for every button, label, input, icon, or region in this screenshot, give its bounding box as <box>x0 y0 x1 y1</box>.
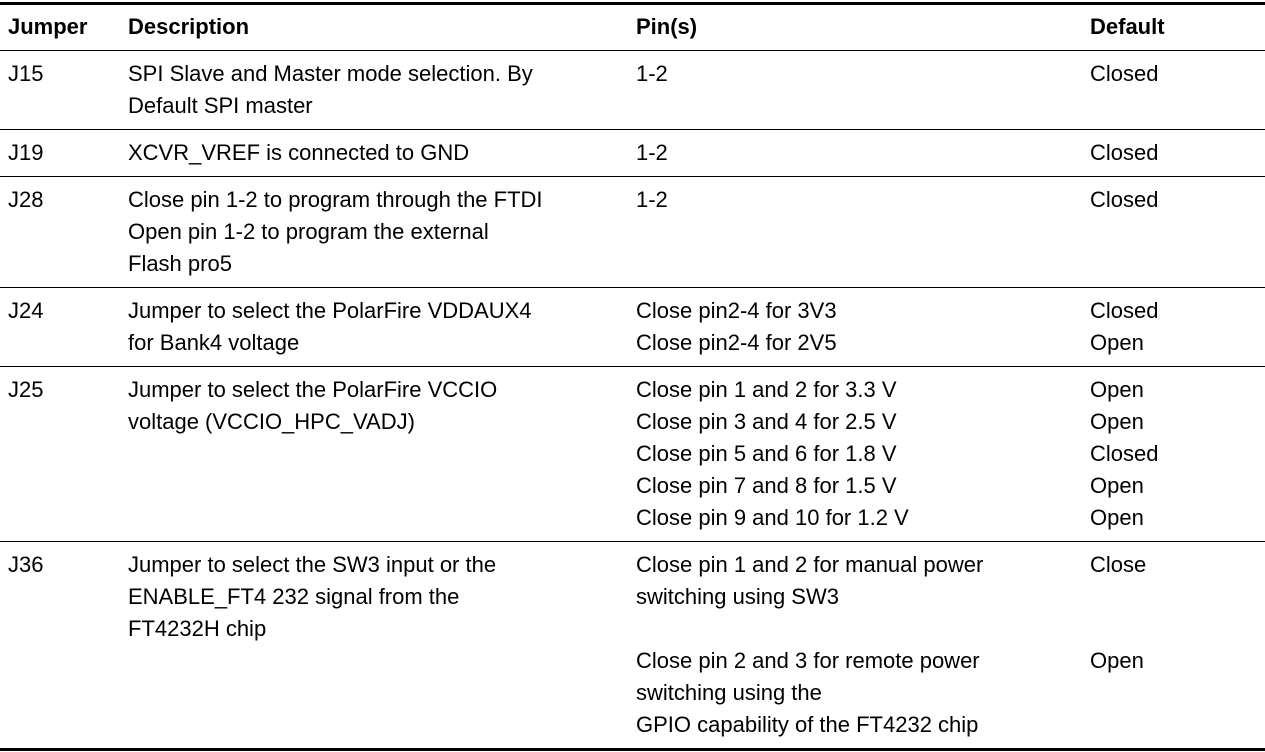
table-header-row: Jumper Description Pin(s) Default <box>0 5 1265 51</box>
table-row: J24 Jumper to select the PolarFire VDDAUX… <box>0 288 1265 367</box>
pin-line: switching using SW3 <box>636 584 839 609</box>
default-cell: Closed <box>1090 187 1159 212</box>
option-row: 1-2 Closed <box>636 184 1265 216</box>
header-default: Default <box>1090 14 1165 39</box>
default-cell: Open <box>1090 330 1144 355</box>
options-cell: Close pin 1 and 2 for manual power switch… <box>636 549 1265 741</box>
description-line: Open pin 1-2 to program the external <box>128 219 489 244</box>
jumper-cell: J28 <box>8 187 44 212</box>
pin-line: Close pin 3 and 4 for 2.5 V <box>636 409 897 434</box>
description-cell: Jumper to select the PolarFire VDDAUX4 fo… <box>128 295 636 359</box>
description-line: Close pin 1-2 to program through the FTD… <box>128 187 543 212</box>
table-body: J15 SPI Slave and Master mode selection. … <box>0 51 1265 748</box>
default-cell: Closed <box>1090 441 1159 466</box>
option-row: Close pin 2 and 3 for remote power switch… <box>636 645 1265 741</box>
description-cell: SPI Slave and Master mode selection. By D… <box>128 58 636 122</box>
option-row: Close pin2-4 for 3V3 Closed <box>636 295 1265 327</box>
option-row: Close pin 3 and 4 for 2.5 V Open <box>636 406 1265 438</box>
pins-cell: Close pin2-4 for 2V5 <box>636 327 1090 359</box>
header-pins: Pin(s) <box>636 14 698 39</box>
pins-cell: Close pin 2 and 3 for remote power switch… <box>636 645 1090 741</box>
description-line: Flash pro5 <box>128 251 232 276</box>
pins-cell: Close pin 1 and 2 for manual power switch… <box>636 549 1090 613</box>
default-cell: Closed <box>1090 140 1159 165</box>
pin-line: Close pin 2 and 3 for remote power <box>636 648 980 673</box>
option-row: Close pin 1 and 2 for 3.3 V Open <box>636 374 1265 406</box>
pin-line: Close pin 1 and 2 for manual power <box>636 552 984 577</box>
pin-line: Close pin2-4 for 3V3 <box>636 298 837 323</box>
header-description: Description <box>128 14 250 39</box>
pin-line: Close pin 1 and 2 for 3.3 V <box>636 377 897 402</box>
default-cell: Open <box>1090 377 1144 402</box>
pin-line: 1-2 <box>636 187 668 212</box>
default-cell: Open <box>1090 648 1144 673</box>
jumper-cell: J19 <box>8 140 44 165</box>
default-cell: Close <box>1090 552 1147 577</box>
option-row: Close pin 9 and 10 for 1.2 V Open <box>636 502 1265 534</box>
option-row: Close pin 5 and 6 for 1.8 V Closed <box>636 438 1265 470</box>
jumper-cell: J36 <box>8 552 44 577</box>
table-row: J28 Close pin 1-2 to program through the … <box>0 177 1265 288</box>
description-line: Jumper to select the PolarFire VDDAUX4 <box>128 298 532 323</box>
pin-line: 1-2 <box>636 140 668 165</box>
header-jumper: Jumper <box>8 14 88 39</box>
pin-line: switching using the <box>636 680 822 705</box>
pin-line: Close pin 9 and 10 for 1.2 V <box>636 505 909 530</box>
pins-cell: Close pin2-4 for 3V3 <box>636 295 1090 327</box>
description-cell: XCVR_VREF is connected to GND <box>128 137 636 169</box>
pins-cell: Close pin 7 and 8 for 1.5 V <box>636 470 1090 502</box>
options-cell: 1-2 Closed <box>636 137 1265 169</box>
jumper-cell: J25 <box>8 377 44 402</box>
table-row: J36 Jumper to select the SW3 input or the… <box>0 542 1265 748</box>
pin-line: 1-2 <box>636 61 668 86</box>
pins-cell: Close pin 9 and 10 for 1.2 V <box>636 502 1090 534</box>
pins-cell: Close pin 1 and 2 for 3.3 V <box>636 374 1090 406</box>
pins-cell: Close pin 5 and 6 for 1.8 V <box>636 438 1090 470</box>
pins-cell: 1-2 <box>636 184 1090 216</box>
description-line: Jumper to select the PolarFire VCCIO <box>128 377 498 402</box>
pins-cell: 1-2 <box>636 137 1090 169</box>
pin-line: Close pin 5 and 6 for 1.8 V <box>636 441 897 466</box>
table-row: J19 XCVR_VREF is connected to GND 1-2 Close… <box>0 130 1265 177</box>
pin-line: Close pin2-4 for 2V5 <box>636 330 837 355</box>
table-row: J25 Jumper to select the PolarFire VCCIO v… <box>0 367 1265 542</box>
description-line: Jumper to select the SW3 input or the <box>128 552 497 577</box>
default-cell: Open <box>1090 505 1144 530</box>
pin-line: Close pin 7 and 8 for 1.5 V <box>636 473 897 498</box>
description-line: voltage (VCCIO_HPC_VADJ) <box>128 409 415 434</box>
option-row: Close pin 7 and 8 for 1.5 V Open <box>636 470 1265 502</box>
default-cell: Open <box>1090 409 1144 434</box>
description-line: Default SPI master <box>128 93 313 118</box>
description-line: for Bank4 voltage <box>128 330 300 355</box>
jumper-cell: J15 <box>8 61 44 86</box>
description-cell: Close pin 1-2 to program through the FTD… <box>128 184 636 280</box>
default-cell: Open <box>1090 473 1144 498</box>
pin-line: GPIO capability of the FT4232 chip <box>636 712 979 737</box>
description-line: ENABLE_FT4 232 signal from the <box>128 584 460 609</box>
default-cell: Closed <box>1090 298 1159 323</box>
option-row: Close pin 1 and 2 for manual power switch… <box>636 549 1265 613</box>
default-cell: Closed <box>1090 61 1159 86</box>
jumper-cell: J24 <box>8 298 44 323</box>
option-row: 1-2 Closed <box>636 58 1265 90</box>
table-row: J15 SPI Slave and Master mode selection. … <box>0 51 1265 130</box>
description-line: SPI Slave and Master mode selection. By <box>128 61 533 86</box>
option-row: Close pin2-4 for 2V5 Open <box>636 327 1265 359</box>
description-line: XCVR_VREF is connected to GND <box>128 140 470 165</box>
description-line: FT4232H chip <box>128 616 267 641</box>
options-cell: 1-2 Closed <box>636 184 1265 280</box>
options-cell: 1-2 Closed <box>636 58 1265 122</box>
option-row: 1-2 Closed <box>636 137 1265 169</box>
pins-cell: 1-2 <box>636 58 1090 90</box>
pins-cell: Close pin 3 and 4 for 2.5 V <box>636 406 1090 438</box>
description-cell: Jumper to select the PolarFire VCCIO volt… <box>128 374 636 534</box>
